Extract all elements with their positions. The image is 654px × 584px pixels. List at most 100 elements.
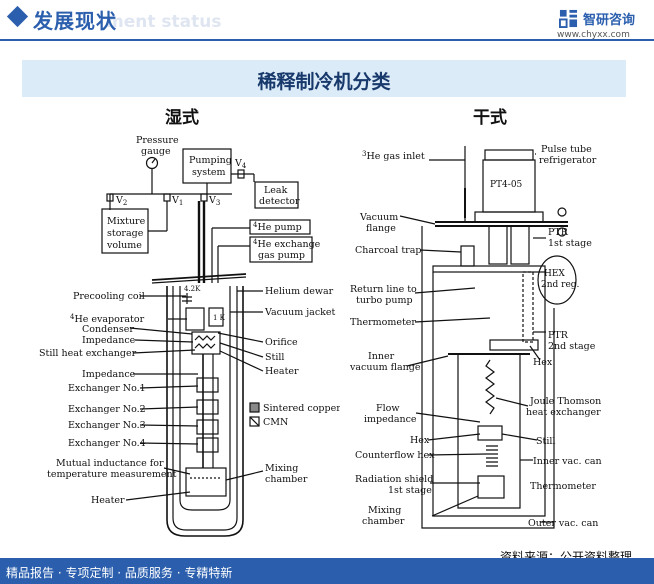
wet-label-leak-1: Leak (264, 185, 288, 196)
dry-label-ptr2-2: 2nd stage (548, 341, 596, 352)
wet-label-ex4: Exchanger No.4 (68, 438, 146, 449)
company-logo-text: 智研咨询 (583, 13, 636, 28)
wet-label-mixture-2: storage (107, 228, 144, 239)
dry-label-inner-can: Inner vac. can (533, 456, 602, 467)
exchanger-2-box (196, 399, 219, 415)
dry-label-return-1: Return line to (350, 284, 417, 295)
pulse-tube-cap (484, 149, 534, 161)
mixing-chamber-box (185, 467, 227, 497)
he-pump-box (249, 219, 311, 235)
header-subtitle-watermark: ment status (106, 12, 222, 32)
dry-label-he3-inlet: 3He gas inlet (362, 150, 425, 162)
wet-label-he-evaporator: 4He evaporator (70, 313, 145, 325)
mixing-chamber-box (477, 475, 505, 499)
dry-label-rad-1: Radiation shield (355, 474, 433, 485)
dry-label-still: Still (536, 436, 555, 447)
wet-label-1k: 1 K (213, 314, 226, 322)
wet-label-v3: V3 (208, 195, 220, 207)
wet-label-precooling: Precooling coil (73, 291, 145, 302)
wet-label-mutual-1: Mutual inductance for (56, 458, 164, 469)
company-url[interactable]: www.chyxx.com (557, 30, 630, 40)
dry-label-flow-1: Flow (376, 403, 399, 414)
dry-label-thermometer-1: Thermometer (350, 317, 416, 328)
dry-label-hex-l: Hex (410, 435, 430, 446)
exchanger-4-box (196, 437, 219, 453)
wet-label-helium-dewar: Helium dewar (265, 286, 334, 297)
footer-slogan: 精品报告 · 专项定制 · 品质服务 · 专精特新 (6, 566, 233, 580)
1k-pot-box (208, 307, 224, 327)
wet-label-impedance-1: Impedance (82, 335, 136, 346)
wet-label-he-pump: 4He pump (253, 221, 302, 233)
dry-label-mixing-2: chamber (362, 516, 405, 527)
vacuum-jacket (179, 286, 231, 511)
dry-label-ptr1-1: PTR (548, 227, 569, 238)
wet-label-pumping-1: Pumping (189, 155, 232, 166)
dry-label-hex-2: 2nd reg. (541, 280, 580, 290)
valve-v1-icon (163, 193, 171, 202)
banner-title: 稀释制冷机分类 (257, 71, 391, 93)
wet-label-pumping-2: system (192, 167, 226, 178)
dry-label-mixing-1: Mixing (368, 505, 401, 516)
radiation-shield (432, 272, 546, 517)
wet-label-v2: V2 (115, 195, 127, 207)
wet-label-v1: V1 (171, 195, 183, 207)
he-exchange-pump-box (249, 236, 313, 263)
wet-label-4k: 4.2K (184, 285, 201, 293)
valve-v2-icon (106, 193, 114, 202)
wet-label-still-hx: Still heat exchanger (39, 348, 137, 359)
hex-2nd-reg-ellipse (537, 255, 577, 305)
dry-title: 干式 (473, 108, 507, 128)
sintered-copper-swatch (249, 402, 260, 413)
exchanger-1-box (196, 377, 219, 393)
dry-label-pulse-2: refrigerator (539, 155, 597, 166)
dry-label-return-2: turbo pump (356, 295, 413, 306)
wet-label-ex1: Exchanger No.1 (68, 383, 146, 394)
dry-label-counterflow: Counterflow hex (355, 450, 435, 461)
leak-detector-box (254, 181, 299, 209)
wet-label-mixture-3: volume (106, 240, 142, 251)
wet-label-v4: V4 (234, 158, 247, 170)
wet-label-mutual-2: temperature measurement (47, 469, 177, 480)
still-box (477, 425, 503, 441)
dry-label-thermometer-2: Thermometer (530, 481, 596, 492)
wet-label-ex2: Exchanger No.2 (68, 404, 146, 415)
wet-label-still: Still (265, 352, 284, 363)
dry-label-rad-2: 1st stage (388, 485, 432, 496)
wet-label-heater-l: Heater (91, 495, 125, 506)
charcoal-trap-box (460, 245, 475, 267)
wet-label-pressure-gauge-2: gauge (141, 146, 171, 157)
dry-label-ptr1-2: 1st stage (548, 238, 592, 249)
wet-label-pressure-gauge-1: Pressure (136, 135, 179, 146)
wet-label-impedance-2: Impedance (82, 369, 136, 380)
dry-label-hex-small: Hex (533, 357, 553, 368)
page-header: ment status 发展现状 智研咨询 www.chyxx.com (0, 0, 654, 41)
dry-label-hex-1: HEX (544, 269, 565, 279)
section-banner: 稀释制冷机分类 (22, 60, 626, 97)
diamond-icon (6, 5, 29, 28)
wet-label-he-exch-2: gas pump (258, 250, 305, 261)
dry-label-flow-2: impedance (364, 414, 417, 425)
exchanger-3-box (196, 419, 219, 435)
dry-label-jt-1: Joule Thomson (529, 396, 601, 407)
wet-label-vacuum-jacket: Vacuum jacket (264, 307, 336, 318)
wet-label-cmn: CMN (263, 417, 288, 428)
wet-label-mixing-2: chamber (265, 474, 308, 485)
wet-diagram: Pressure gauge Pumping system V4 Leak de… (39, 135, 340, 537)
wet-label-ex3: Exchanger No.3 (68, 420, 146, 431)
wet-label-orifice: Orifice (265, 337, 298, 348)
he-evaporator-box (185, 307, 205, 331)
dry-label-inner-flange-2: vacuum flange (349, 362, 421, 373)
inner-vac-can (457, 354, 521, 509)
dry-label-pt405: PT4-05 (490, 180, 523, 190)
cmn-swatch (249, 416, 260, 427)
page-footer: 精品报告 · 专项定制 · 品质服务 · 专精特新 (0, 558, 654, 584)
dry-label-ptr2-1: PTR (548, 330, 569, 341)
wet-label-he-exch-1: 4He exchange (253, 238, 321, 250)
wet-label-mixing-1: Mixing (265, 463, 298, 474)
dry-label-inner-flange-1: Inner (368, 351, 395, 362)
header-title: 发展现状 (33, 9, 117, 33)
dry-label-vacuum-flange-2: flange (366, 223, 396, 234)
helium-dewar (166, 286, 244, 537)
valve-v3-icon (200, 193, 208, 202)
wet-label-heater-r: Heater (265, 366, 299, 377)
